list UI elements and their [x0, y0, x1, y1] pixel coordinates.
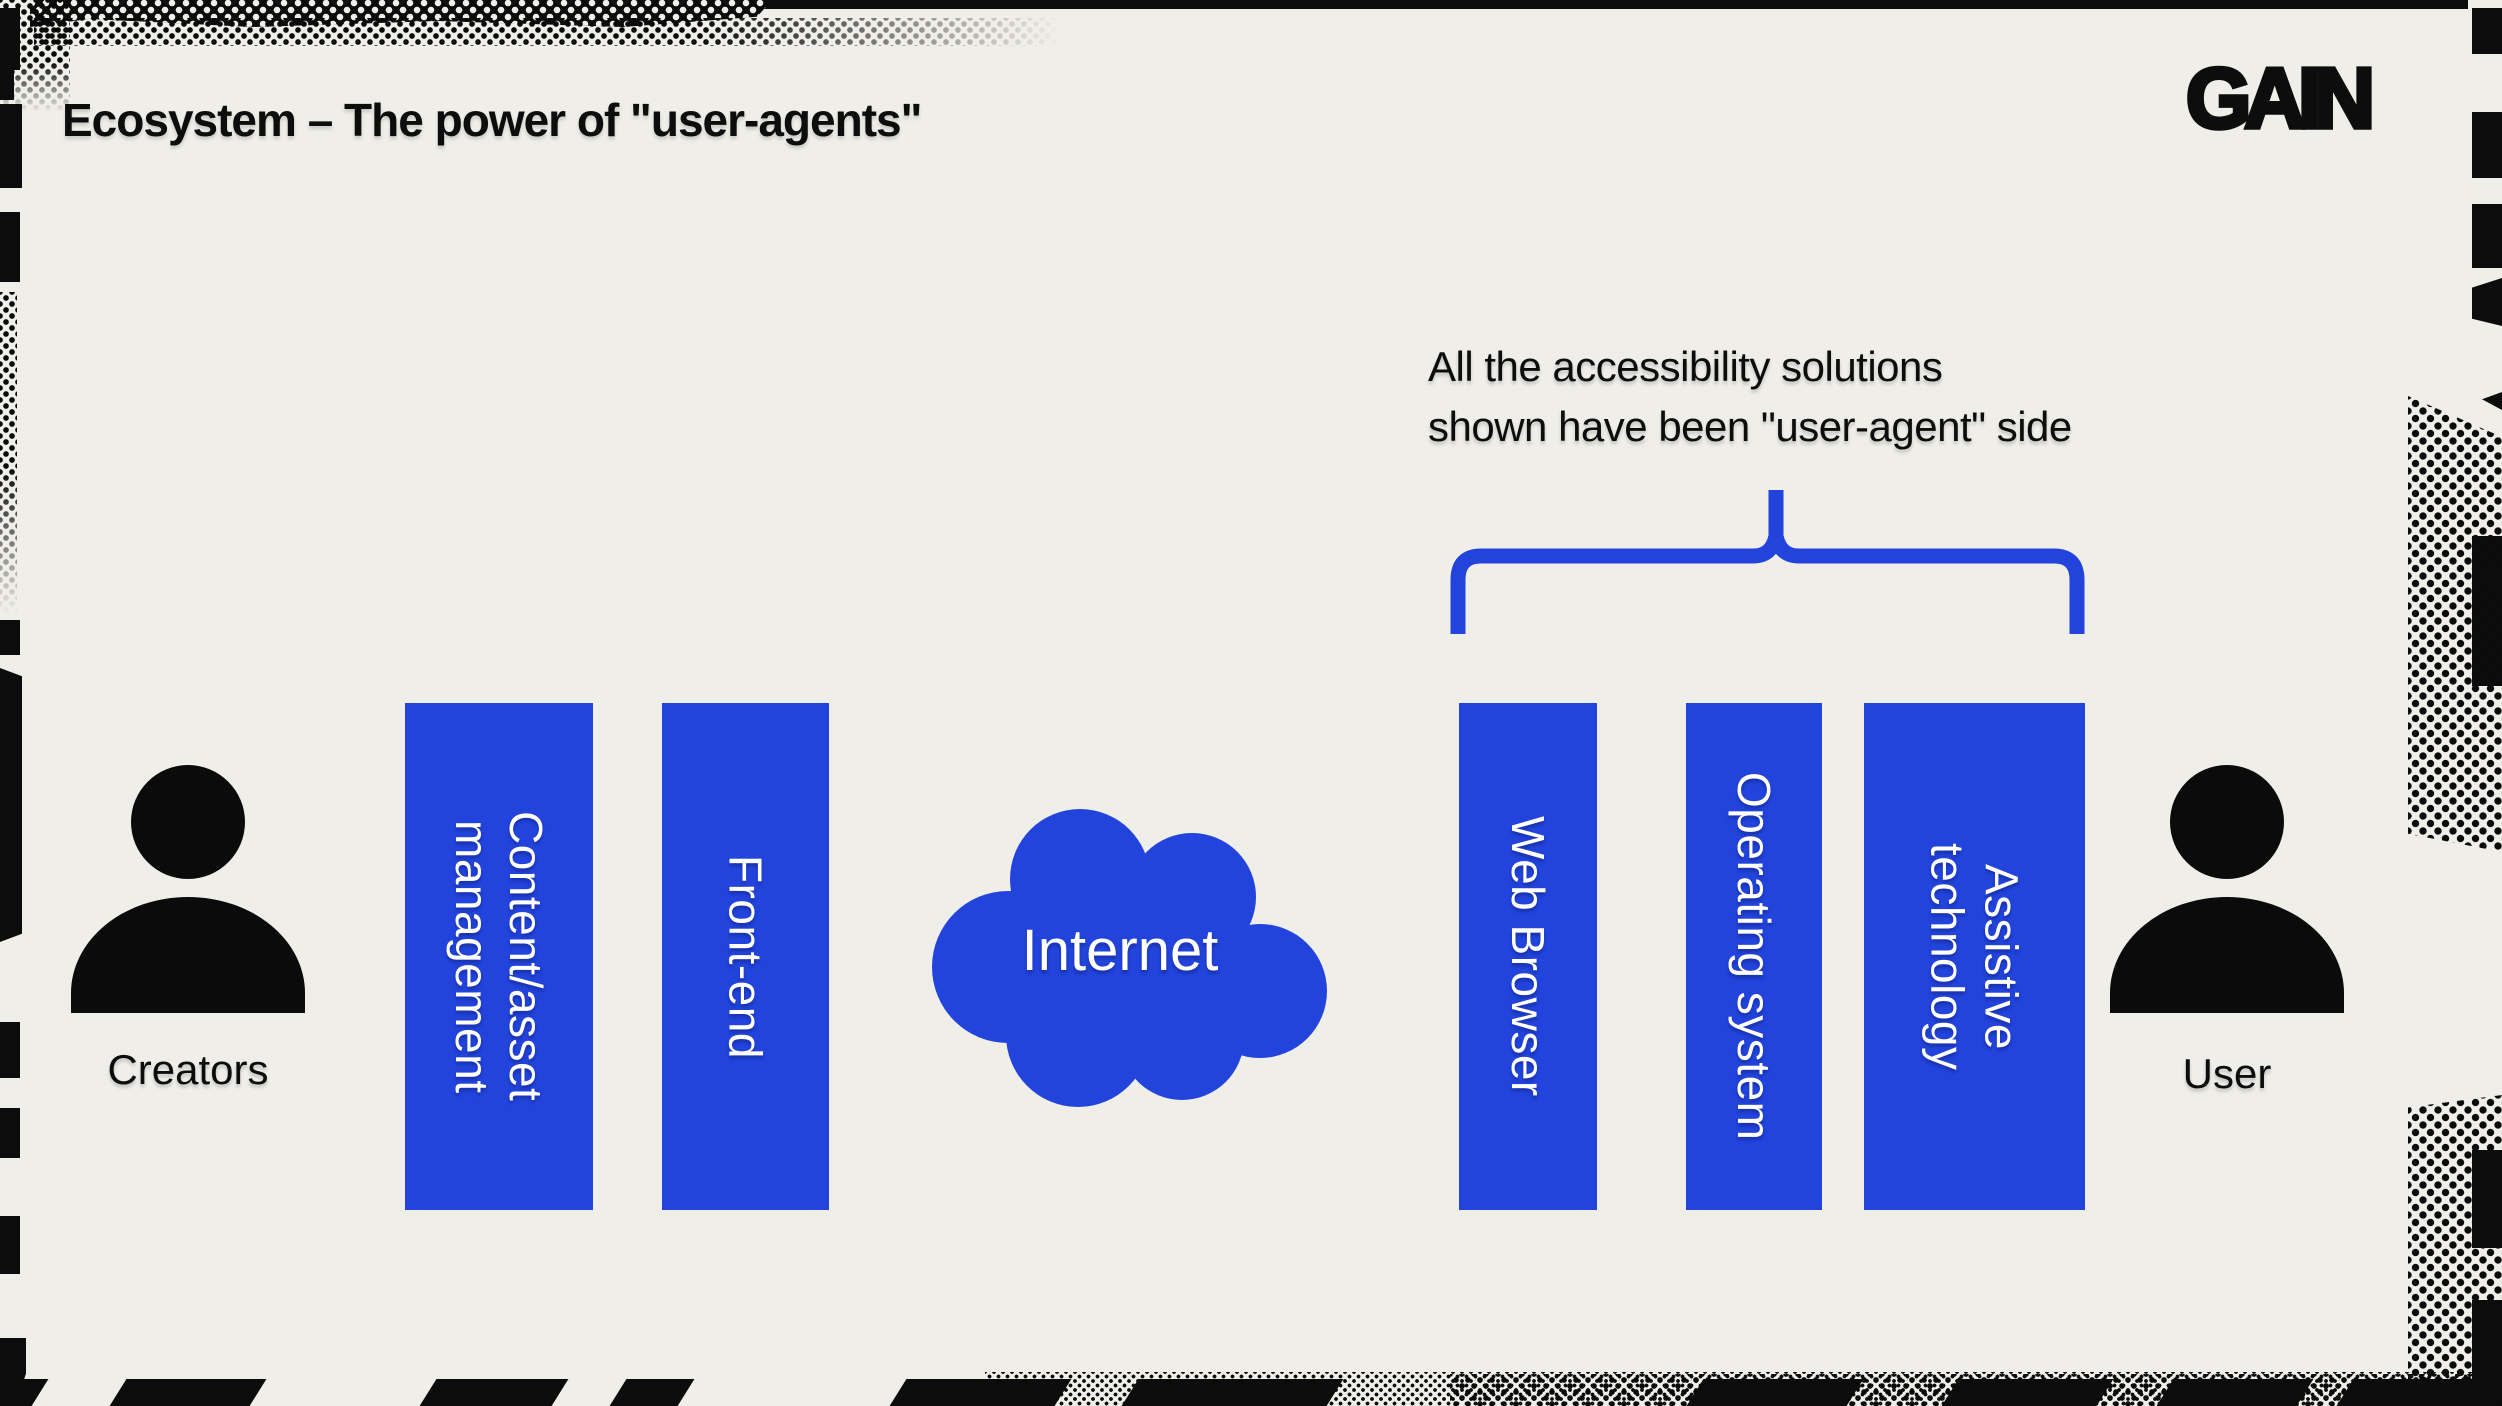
border-bottom-dash	[1686, 1379, 1864, 1406]
border-right-dash	[2472, 204, 2502, 268]
bar-label-line: management	[446, 819, 498, 1094]
bar-label-line: Web Browser	[1502, 816, 1554, 1097]
border-bottom-dash	[1941, 1379, 2114, 1406]
brace-icon	[1445, 482, 2090, 634]
border-right-dash	[2472, 1150, 2502, 1248]
annotation-text: All the accessibility solutions shown ha…	[1428, 337, 2072, 457]
border-bottom-dash	[419, 1379, 569, 1406]
border-left-dash	[0, 1022, 20, 1078]
user-label: User	[2182, 1050, 2272, 1097]
border-left-dash	[0, 104, 22, 188]
creators-person-icon	[131, 765, 245, 879]
border-bottom-dash	[2336, 1379, 2502, 1406]
border-bottom-dash	[889, 1379, 1072, 1406]
creators-label: Creators	[107, 1046, 269, 1093]
border-left-dash	[0, 668, 22, 942]
bar-label-line: Front-end	[719, 854, 772, 1059]
border-bottom-dash	[0, 1379, 49, 1406]
annotation-line-2: shown have been "user-agent" side	[1428, 403, 2072, 450]
border-right-dash	[2472, 278, 2502, 326]
border-left-dash	[0, 1108, 20, 1158]
bar-web-browser: Web Browser	[1459, 703, 1597, 1210]
internet-cloud-icon: Internet	[930, 795, 1330, 1115]
creators-person-icon-body	[71, 897, 305, 1013]
page-title: Ecosystem – The power of "user-agents"	[62, 93, 922, 146]
user-person-icon-body	[2110, 897, 2344, 1013]
border-bottom-dash	[609, 1379, 695, 1406]
border-bottom-dash	[109, 1379, 267, 1406]
border-top-dot-fringe	[34, 18, 1060, 46]
border-left-dot-strip	[0, 292, 17, 614]
bar-operating-system: Operating system	[1686, 703, 1822, 1210]
annotation-line-1: All the accessibility solutions	[1428, 343, 1943, 390]
border-right-dash	[2472, 8, 2502, 54]
bar-label-line: Content/asset	[500, 811, 552, 1102]
bar-content-asset-management: Content/asset management	[405, 703, 593, 1210]
bar-label-line: technology	[1921, 842, 1974, 1071]
border-right-halftone-patch	[2408, 396, 2502, 852]
bar-label-line: Assistive	[1975, 863, 2028, 1050]
border-left-dash	[0, 1216, 20, 1274]
internet-label: Internet	[1021, 918, 1219, 983]
border-bottom-dash	[1121, 1379, 1344, 1406]
border-top-strip	[58, 0, 2468, 9]
border-left-dash	[0, 70, 14, 100]
border-right-dash	[2482, 392, 2502, 410]
bar-front-end: Front-end	[662, 703, 829, 1210]
gain-logo: GAIN	[2184, 48, 2378, 148]
user-person-icon	[2170, 765, 2284, 879]
border-left-dash	[0, 620, 20, 655]
border-bottom-dash	[2156, 1379, 2314, 1406]
border-topleft-block	[0, 8, 20, 70]
bar-label-line: Operating system	[1728, 772, 1780, 1141]
bar-assistive-technology: Assistive technology	[1864, 703, 2085, 1210]
border-right-dash	[2472, 112, 2502, 178]
border-left-dash	[0, 212, 20, 282]
